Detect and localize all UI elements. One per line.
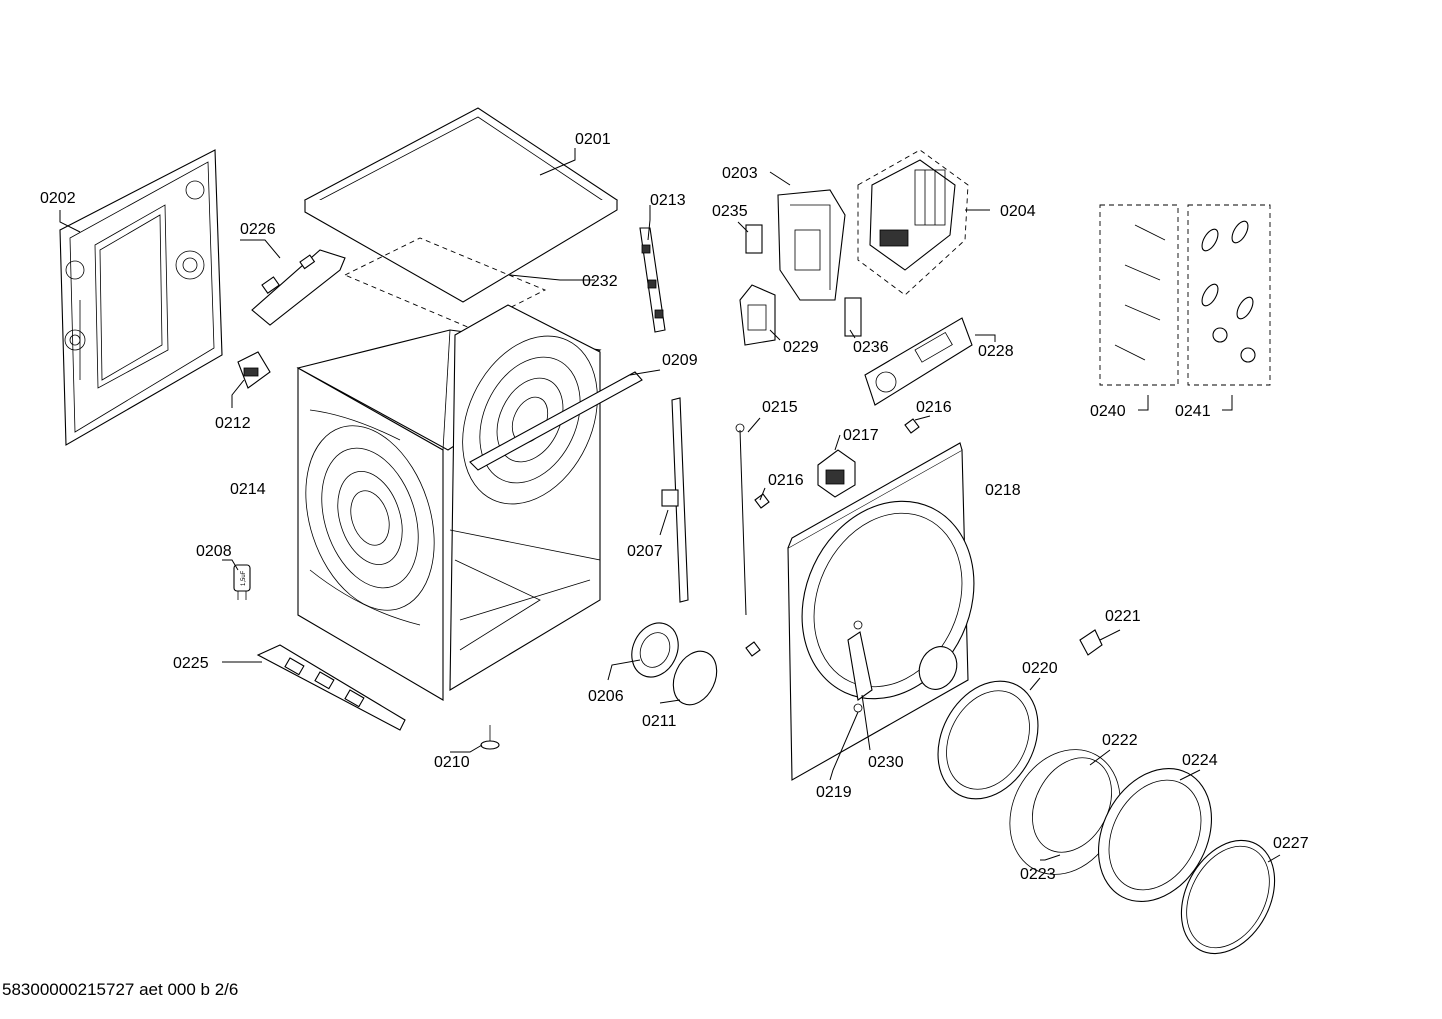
part-clip-lower — [745, 641, 761, 657]
label-0232: 0232 — [582, 273, 618, 290]
label-0216-b: 0216 — [768, 472, 804, 489]
part-0226-bracket — [251, 249, 346, 326]
label-0211: 0211 — [642, 713, 677, 730]
part-0235 — [745, 224, 763, 254]
label-0219: 0219 — [816, 784, 852, 801]
part-0211-cover — [672, 650, 718, 706]
part-0224-door-frame — [1097, 767, 1213, 903]
label-0201: 0201 — [575, 131, 611, 148]
label-0213: 0213 — [650, 192, 686, 209]
label-0223: 0223 — [1020, 866, 1056, 883]
label-0214: 0214 — [230, 481, 266, 498]
label-0210: 0210 — [434, 754, 470, 771]
part-crossbar — [469, 371, 643, 471]
label-0217: 0217 — [843, 427, 879, 444]
part-0216-clip-b — [754, 493, 770, 509]
label-0203: 0203 — [722, 165, 758, 182]
part-top-cover — [303, 107, 619, 303]
part-0220-ring — [937, 680, 1039, 800]
part-0218-front-panel — [787, 442, 975, 781]
part-rear-panel — [59, 149, 223, 446]
part-0221 — [1079, 629, 1103, 656]
label-0235: 0235 — [712, 203, 748, 220]
label-0218: 0218 — [985, 482, 1021, 499]
label-0241: 0241 — [1175, 403, 1211, 420]
document-code: 58300000215727 aet 000 b 2/6 — [2, 980, 239, 999]
leader-lines — [59, 148, 1281, 863]
part-0240-hardware-set — [1099, 204, 1179, 386]
part-cabinet — [296, 304, 602, 701]
part-0217-box — [817, 449, 856, 498]
label-0222: 0222 — [1102, 732, 1138, 749]
label-0230: 0230 — [868, 754, 904, 771]
part-0225-rail — [256, 644, 406, 731]
part-0230-lock — [847, 620, 873, 701]
part-labels: 0201 0202 0203 0204 0206 0207 0208 0209 … — [40, 131, 1309, 883]
part-0227-ring — [1180, 839, 1276, 955]
label-0236: 0236 — [853, 339, 889, 356]
part-0206-wheel — [631, 622, 679, 678]
label-0215: 0215 — [762, 399, 798, 416]
label-0206: 0206 — [588, 688, 624, 705]
label-0227: 0227 — [1273, 835, 1309, 852]
label-0207: 0207 — [627, 543, 663, 560]
label-0226: 0226 — [240, 221, 276, 238]
part-0215-rod — [735, 423, 747, 616]
label-0216-a: 0216 — [916, 399, 952, 416]
part-0229-module — [739, 284, 776, 346]
part-0241-hardware-set — [1187, 204, 1271, 386]
part-0203-holder — [777, 189, 846, 301]
label-0204: 0204 — [1000, 203, 1036, 220]
label-0228: 0228 — [978, 343, 1014, 360]
label-0209: 0209 — [662, 352, 698, 369]
part-top-foil — [343, 237, 547, 329]
part-0212 — [237, 351, 271, 389]
part-0216-clip-a — [904, 418, 920, 434]
label-0224: 0224 — [1182, 752, 1218, 769]
part-capacitor: 1,5uF — [233, 564, 251, 600]
label-0240: 0240 — [1090, 403, 1126, 420]
part-0204-pcb — [857, 149, 969, 296]
part-0228-panel — [864, 317, 973, 406]
capacitor-marking: 1,5uF — [241, 570, 247, 586]
part-foot — [480, 725, 500, 750]
part-0236 — [844, 297, 862, 337]
label-0220: 0220 — [1022, 660, 1058, 677]
part-0207-rail — [661, 397, 689, 603]
part-0213-strip — [639, 227, 666, 333]
label-0229: 0229 — [783, 339, 819, 356]
label-0212: 0212 — [215, 415, 251, 432]
label-0202: 0202 — [40, 190, 76, 207]
label-0221: 0221 — [1105, 608, 1141, 625]
label-0208: 0208 — [196, 543, 232, 560]
label-0225: 0225 — [173, 655, 209, 672]
